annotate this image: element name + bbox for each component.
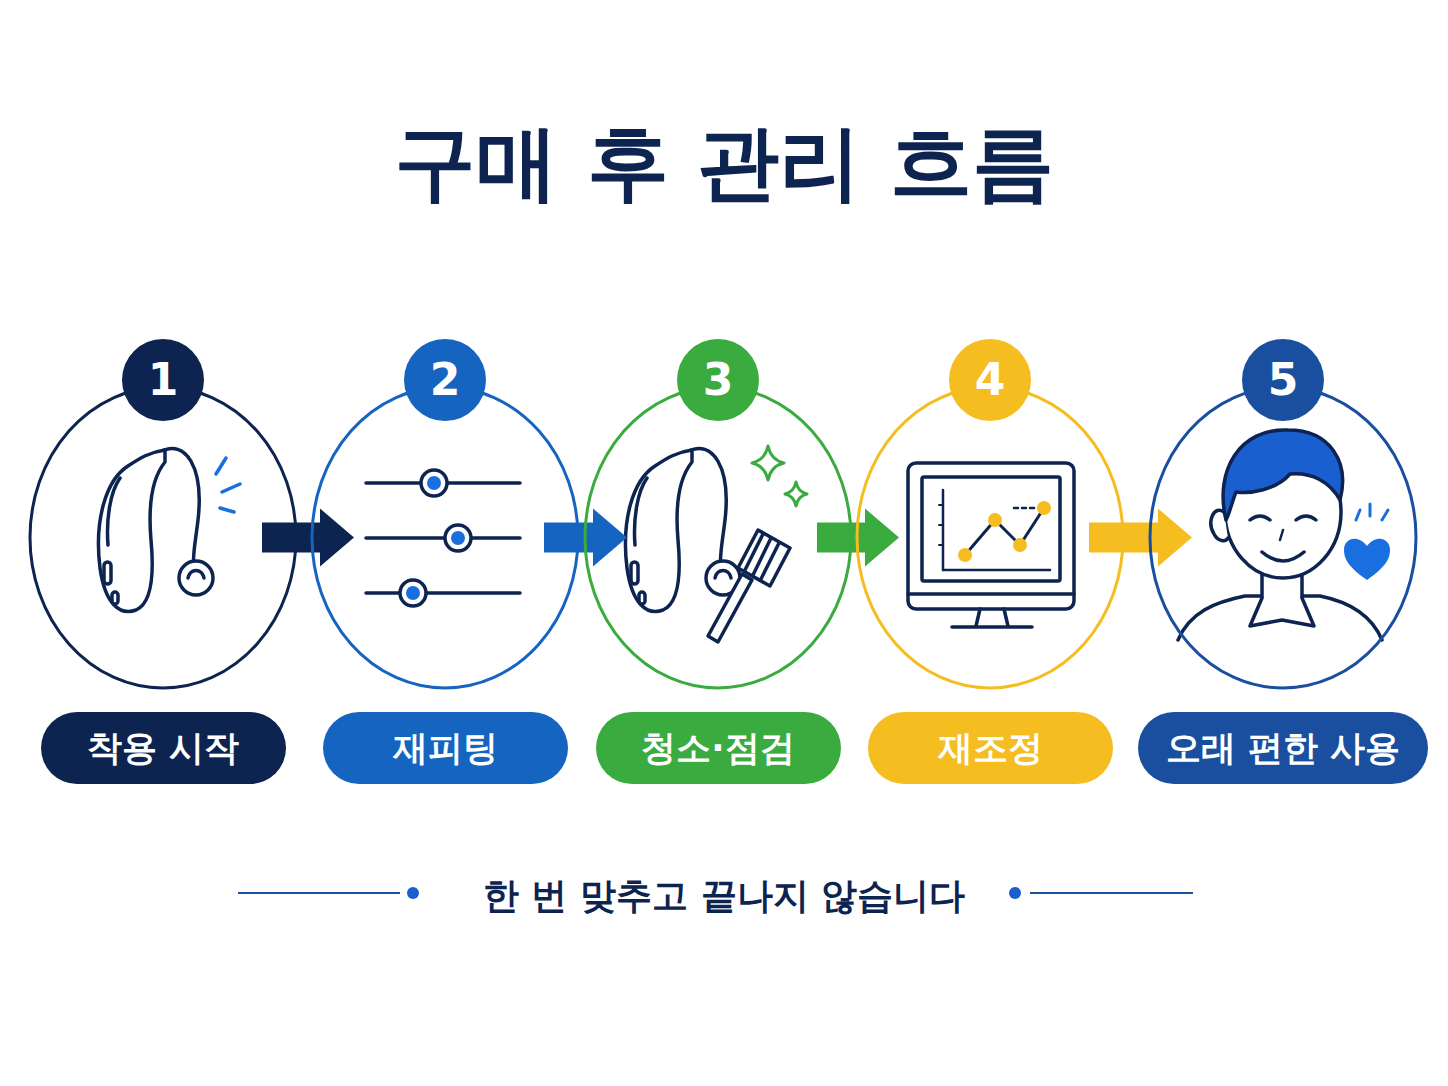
step-ellipse (28, 385, 298, 690)
step-ellipse-line (857, 387, 1123, 688)
step-ellipse (1148, 385, 1418, 690)
step-label: 재피팅 (323, 712, 568, 784)
slider-icon (366, 470, 520, 606)
step-label: 청소·점검 (596, 712, 841, 784)
title-text: 구매 후 관리 흐름 (394, 115, 1054, 210)
step-number: 4 (949, 339, 1031, 421)
step-ellipse-line (1150, 387, 1416, 688)
step-ellipse-line (30, 387, 296, 688)
step-ellipse-line (312, 387, 578, 688)
monitor-icon (908, 463, 1074, 627)
flow-arrow (262, 509, 354, 567)
step-ellipse (583, 385, 853, 690)
step-node: 5오래 편한 사용 (1148, 385, 1418, 690)
step-number: 2 (404, 339, 486, 421)
step-number: 1 (122, 339, 204, 421)
step-ellipse (855, 385, 1125, 690)
caption: 한 번 맞추고 끝나지 않습니다 (0, 874, 1448, 917)
title: 구매 후 관리 흐름 (0, 118, 1448, 208)
step-number: 3 (677, 339, 759, 421)
step-number: 5 (1242, 339, 1324, 421)
cleaning-icon (625, 446, 807, 642)
step-node: 4재조정 (855, 385, 1125, 690)
hearing-aid-icon (98, 449, 240, 612)
person-icon (1178, 430, 1390, 640)
step-node: 3청소·점검 (583, 385, 853, 690)
caption-text: 한 번 맞추고 끝나지 않습니다 (483, 875, 965, 916)
step-ellipse-line (585, 387, 851, 688)
step-node: 2재피팅 (310, 385, 580, 690)
step-label: 오래 편한 사용 (1138, 712, 1428, 784)
step-label: 착용 시작 (41, 712, 286, 784)
step-node: 1착용 시작 (28, 385, 298, 690)
flow-arrow (1089, 509, 1192, 567)
step-ellipse (310, 385, 580, 690)
step-label: 재조정 (868, 712, 1113, 784)
